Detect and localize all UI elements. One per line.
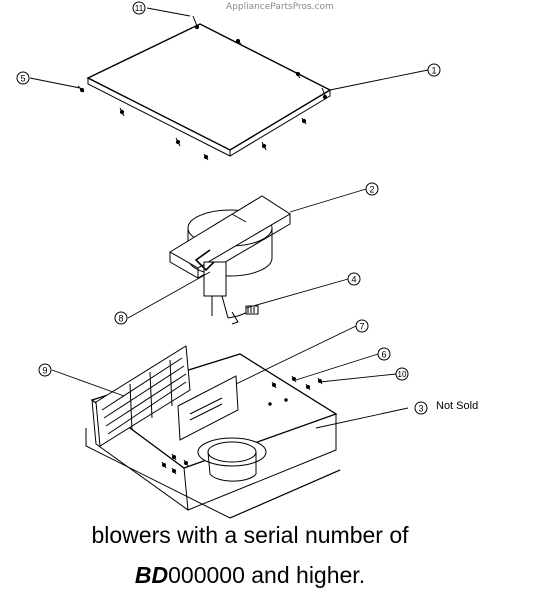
callout-number-3: 3 [418,404,423,414]
callout-number-9: 9 [42,366,47,376]
callout-number-2: 2 [369,185,374,195]
leader-lines [29,7,429,429]
callout-number-1: 1 [431,66,436,76]
housing-screws [161,375,323,475]
top-panel-screws [77,15,328,161]
callout-number-10: 10 [398,370,407,379]
serial-prefix: BD [134,562,169,588]
callout-number-7: 7 [359,322,364,332]
serial-rest: 000000 and higher. [168,562,366,588]
connector-part[interactable] [227,305,259,325]
callout-circles [16,1,441,415]
watermark-text: AppliancePartsPros.com [226,2,334,12]
caption-line-1: blowers with a serial number of [91,522,409,548]
caption-line-2: BD000000 and higher. [0,562,500,589]
not-sold-note: Not Sold [436,400,479,412]
callout-number-5: 5 [20,74,25,84]
callout-number-8: 8 [118,314,123,324]
top-panel-part[interactable] [86,23,332,157]
callout-number-11: 11 [135,4,144,13]
callout-number-6: 6 [381,350,386,360]
internal-panel-part[interactable] [177,375,239,441]
baffle-vent-part[interactable] [95,345,191,447]
blower-assembly-part[interactable] [169,195,291,319]
callout-number-4: 4 [351,275,356,285]
